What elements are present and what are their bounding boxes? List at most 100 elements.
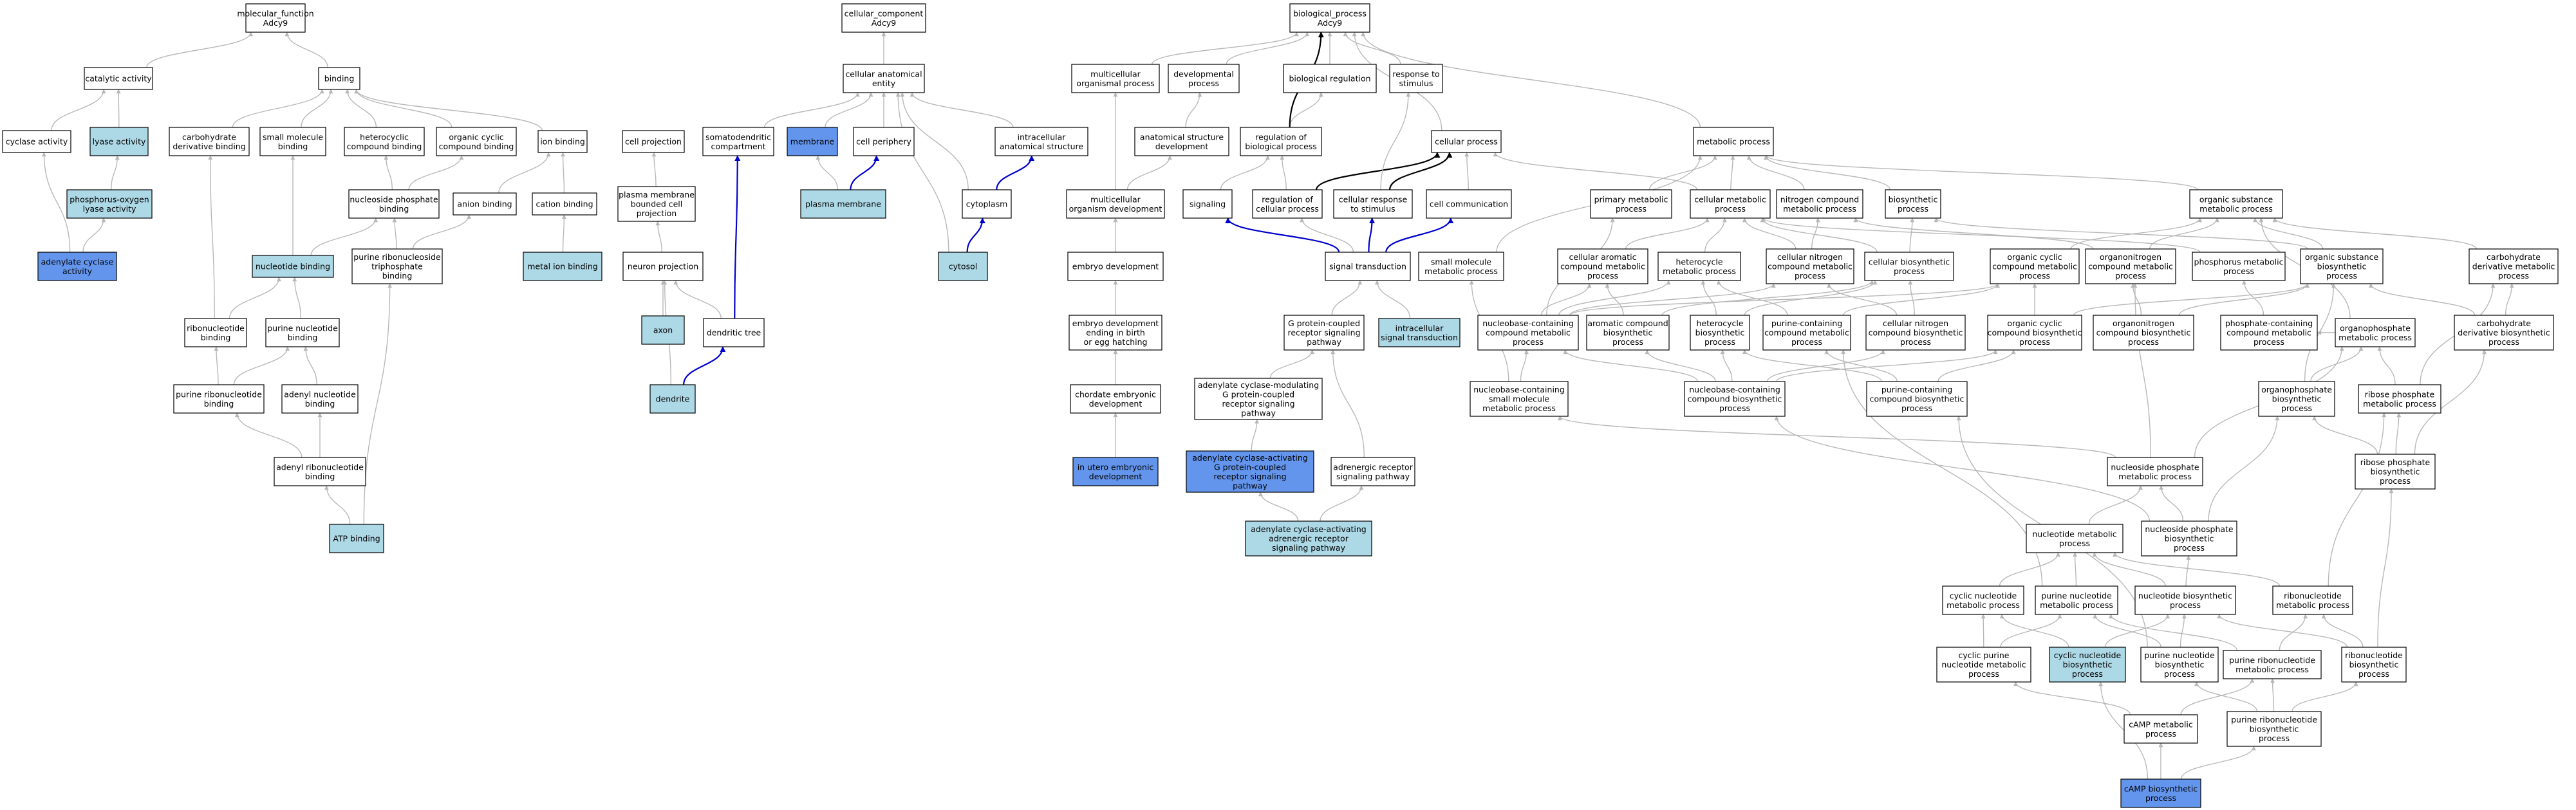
go-term-node[interactable]: biological regulation [1283,64,1377,93]
go-term-node[interactable]: cyclase activity [2,130,71,153]
go-term-node[interactable]: cytosol [938,252,988,281]
go-term-node[interactable]: cellular process [1431,130,1502,153]
go-term-node[interactable]: dendrite [649,384,696,414]
go-term-node[interactable]: embryo development [1067,252,1164,281]
go-term-node[interactable]: axon [641,315,685,345]
go-term-node[interactable]: neuron projection [622,252,704,281]
go-term-node[interactable]: membrane [787,127,838,156]
go-term-node[interactable]: cell projection [622,130,685,153]
go-term-node[interactable]: signal transduction [1325,252,1411,281]
go-term-node[interactable]: plasma membrane [800,189,886,219]
go-term-node[interactable]: signaling [1182,189,1233,219]
go-term-node[interactable]: catalytic activity [84,67,153,90]
go-term-node[interactable]: anion binding [453,192,517,216]
go-term-node[interactable]: cell communication [1426,189,1512,219]
go-term-node[interactable]: ATP binding [329,524,384,553]
go-term-node[interactable]: metal ion binding [523,252,602,281]
go-term-node[interactable]: cation binding [532,192,597,216]
go-term-node[interactable]: nucleotide binding [252,255,334,278]
go-term-node[interactable]: binding [318,67,360,90]
go-term-node[interactable]: dendritic tree [703,318,765,347]
go-term-node[interactable]: cell periphery [853,127,915,156]
go-term-node[interactable]: cytoplasm [962,189,1012,219]
